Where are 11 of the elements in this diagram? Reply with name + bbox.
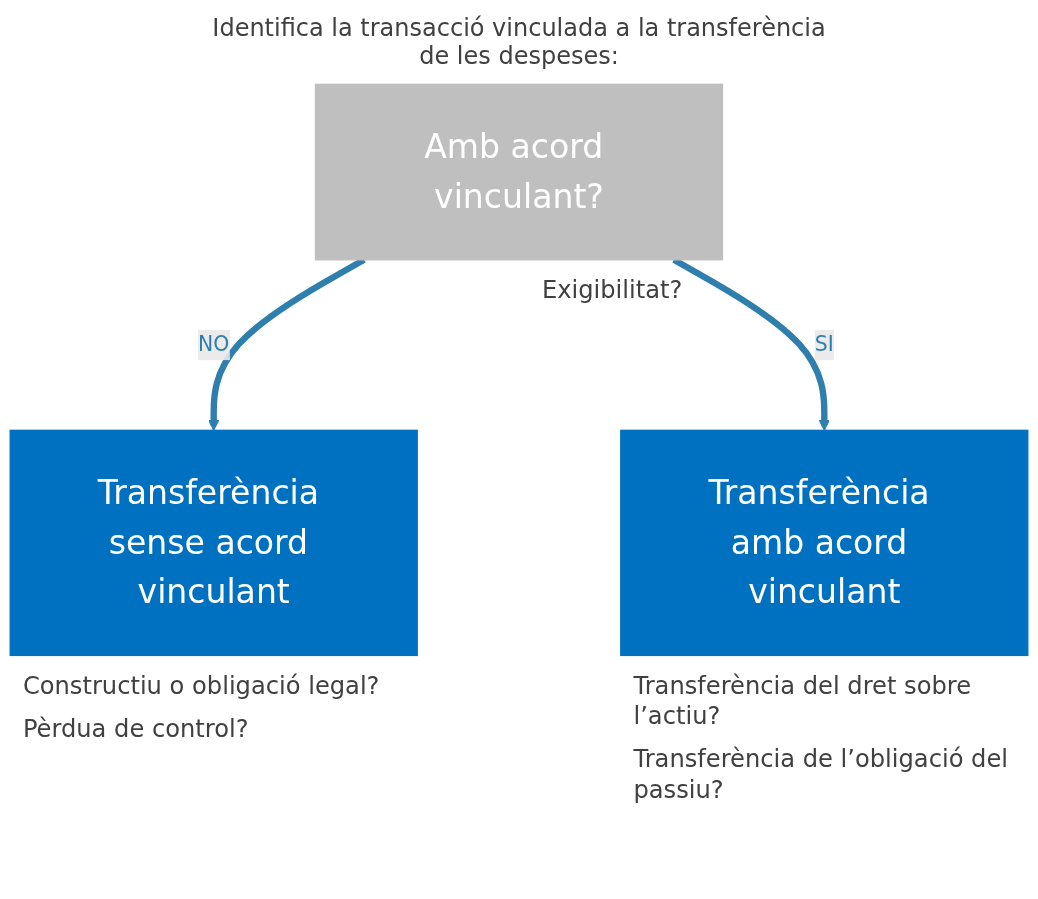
edge-label: NO	[198, 332, 230, 357]
note-text: Transferència de l’obligació del passiu?	[633, 745, 1009, 804]
note-text: Constructiu o obligació legal?	[22, 671, 380, 700]
node-box: Transferència amb acord vinculant	[620, 429, 1029, 657]
edge-label: SI	[814, 332, 834, 357]
note-text: Transferència del dret sobre l’actiu?	[633, 671, 972, 731]
title: Identifica la transacció vinculada a la transferència de les despeses:	[211, 14, 827, 70]
node-box: Amb acord vinculant?	[314, 83, 724, 261]
node-box: Transferència sense acord vinculant	[9, 429, 418, 657]
note-text: Exigibilitat?	[541, 276, 683, 304]
note-text: Pèrdua de control?	[22, 714, 249, 743]
